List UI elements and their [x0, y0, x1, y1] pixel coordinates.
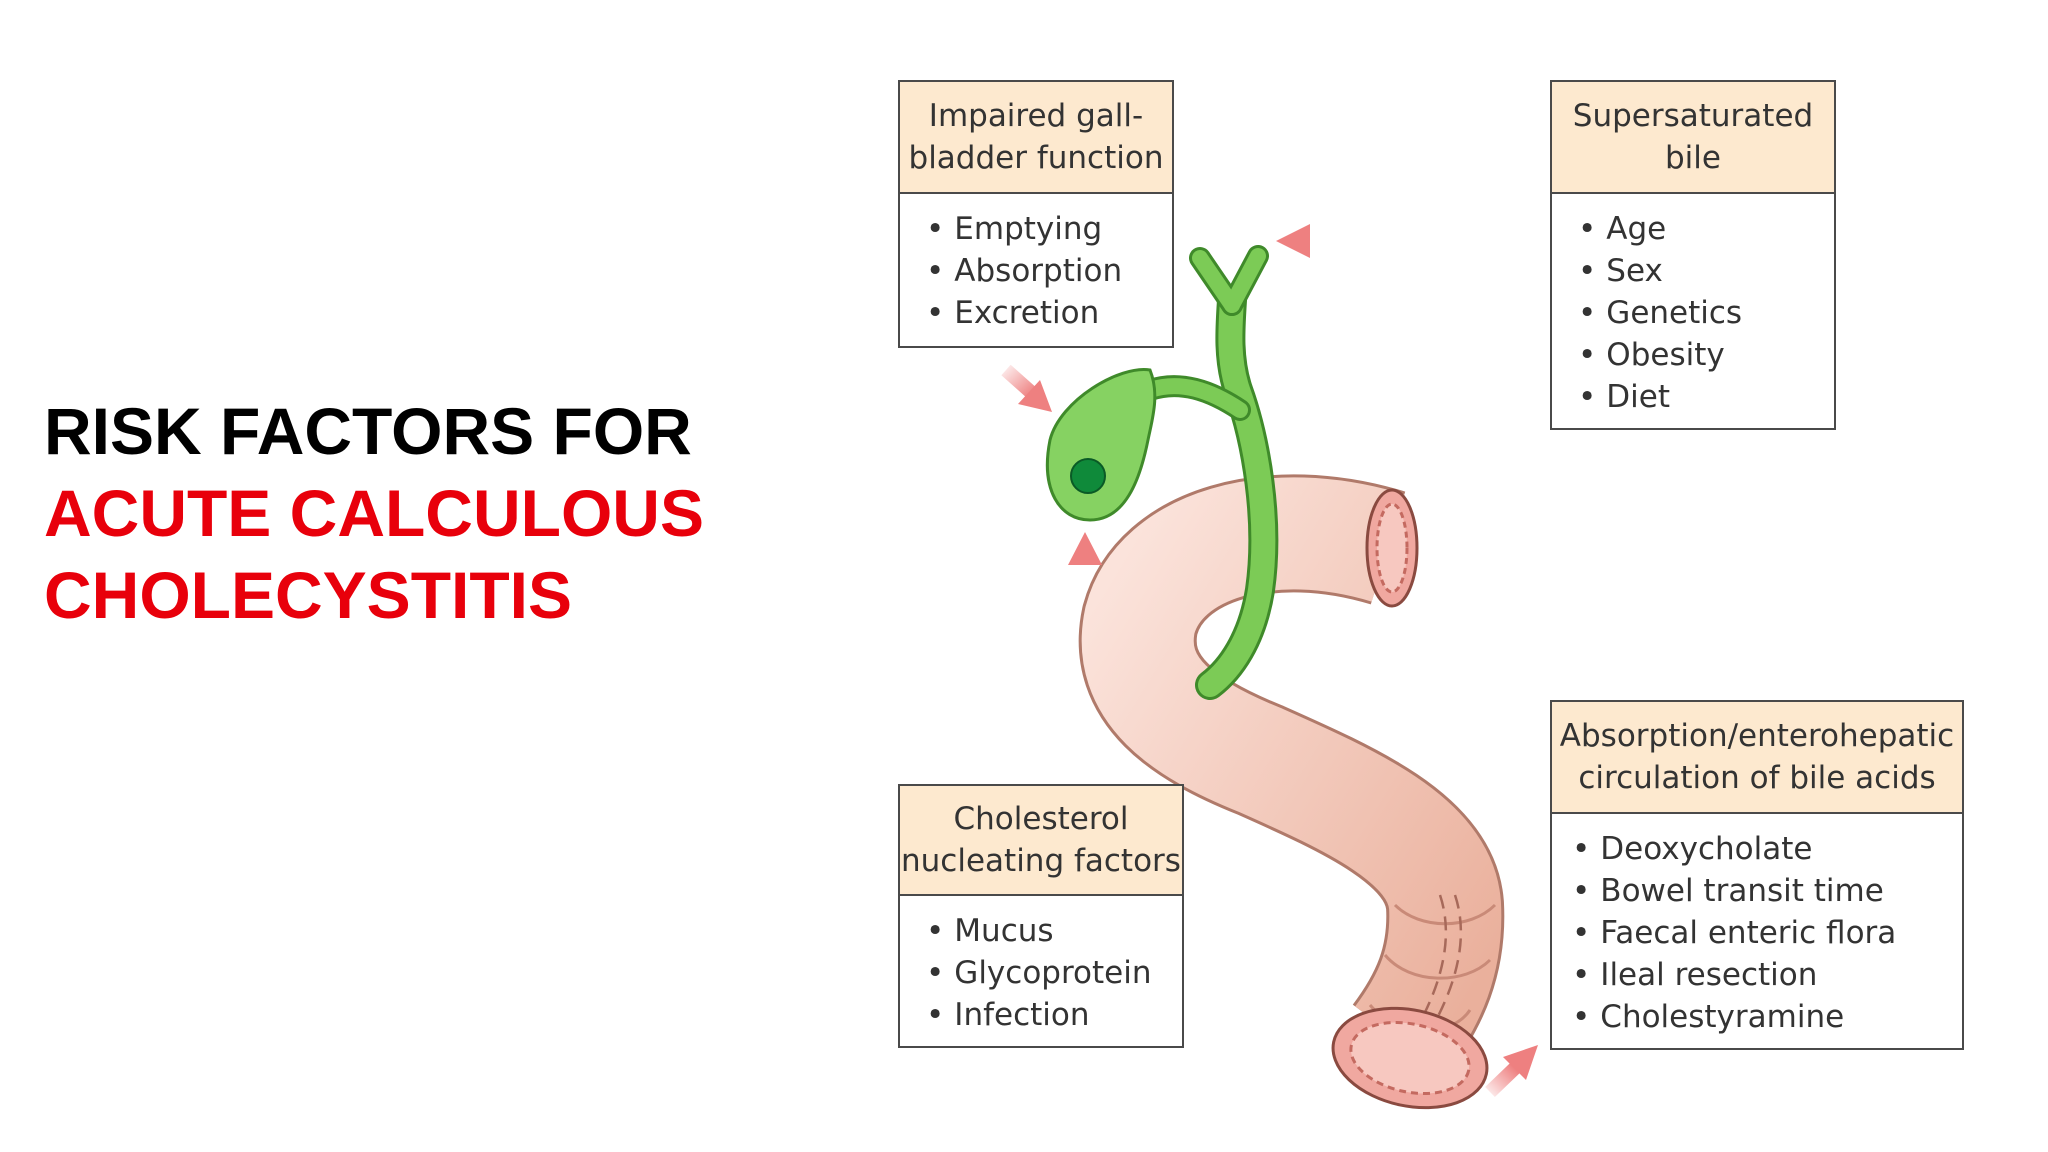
box-title-line-2: circulation of bile acids	[1578, 760, 1936, 796]
box-bile-acids: Absorption/enterohepatic circulation of …	[1550, 700, 1964, 1050]
list-item: Obesity	[1578, 334, 1834, 376]
arrow-from-nucleating-factors	[1068, 532, 1102, 760]
box-title-line-1: Absorption/enterohepatic	[1559, 718, 1955, 754]
box-title-line-2: bladder function	[908, 140, 1164, 176]
title-line-2: ACUTE CALCULOUS	[44, 476, 704, 550]
list-item: Age	[1578, 208, 1834, 250]
list-item: Faecal enteric flora	[1572, 912, 1962, 954]
box-title-line-2: bile	[1665, 140, 1721, 176]
list-item: Deoxycholate	[1572, 828, 1962, 870]
list-item: Genetics	[1578, 292, 1834, 334]
title-line-1: RISK FACTORS FOR	[44, 394, 692, 468]
list-item: Infection	[926, 994, 1182, 1036]
factor-list: Age Sex Genetics Obesity Diet	[1552, 194, 1834, 418]
list-item: Glycoprotein	[926, 952, 1182, 994]
factor-list: Mucus Glycoprotein Infection	[900, 896, 1182, 1036]
list-item: Diet	[1578, 376, 1834, 418]
box-gallbladder-function: Impaired gall- bladder function Emptying…	[898, 80, 1174, 348]
box-nucleating-factors: Cholesterol nucleating factors Mucus Gly…	[898, 784, 1184, 1048]
list-item: Excretion	[926, 292, 1172, 334]
arrow-from-supersaturated-bile	[1276, 224, 1520, 258]
box-title-line-1: Supersaturated	[1572, 98, 1814, 134]
box-supersaturated-bile: Supersaturated bile Age Sex Genetics Obe…	[1550, 80, 1836, 430]
box-title-line-1: Impaired gall-	[928, 98, 1144, 134]
list-item: Emptying	[926, 208, 1172, 250]
list-item: Bowel transit time	[1572, 870, 1962, 912]
intestine	[1078, 474, 1505, 1110]
factor-list: Emptying Absorption Excretion	[900, 194, 1172, 334]
list-item: Cholestyramine	[1572, 996, 1962, 1038]
box-title-line-1: Cholesterol	[953, 801, 1129, 837]
list-item: Absorption	[926, 250, 1172, 292]
list-item: Ileal resection	[1572, 954, 1962, 996]
list-item: Mucus	[926, 910, 1182, 952]
slide-title: RISK FACTORS FOR ACUTE CALCULOUS CHOLECY…	[44, 390, 704, 636]
gallstone-icon	[1070, 458, 1106, 494]
factor-list: Deoxycholate Bowel transit time Faecal e…	[1552, 814, 1962, 1038]
box-header: Absorption/enterohepatic circulation of …	[1552, 702, 1962, 814]
gallbladder-and-ducts	[1045, 245, 1279, 700]
box-header: Supersaturated bile	[1552, 82, 1834, 194]
box-header: Cholesterol nucleating factors	[900, 786, 1182, 896]
title-line-3: CHOLECYSTITIS	[44, 558, 573, 632]
arrow-from-gallbladder-function	[1001, 364, 1052, 412]
box-title-line-2: nucleating factors	[901, 843, 1181, 879]
box-header: Impaired gall- bladder function	[900, 82, 1172, 194]
arrow-from-bile-acids	[1485, 1045, 1538, 1098]
list-item: Sex	[1578, 250, 1834, 292]
